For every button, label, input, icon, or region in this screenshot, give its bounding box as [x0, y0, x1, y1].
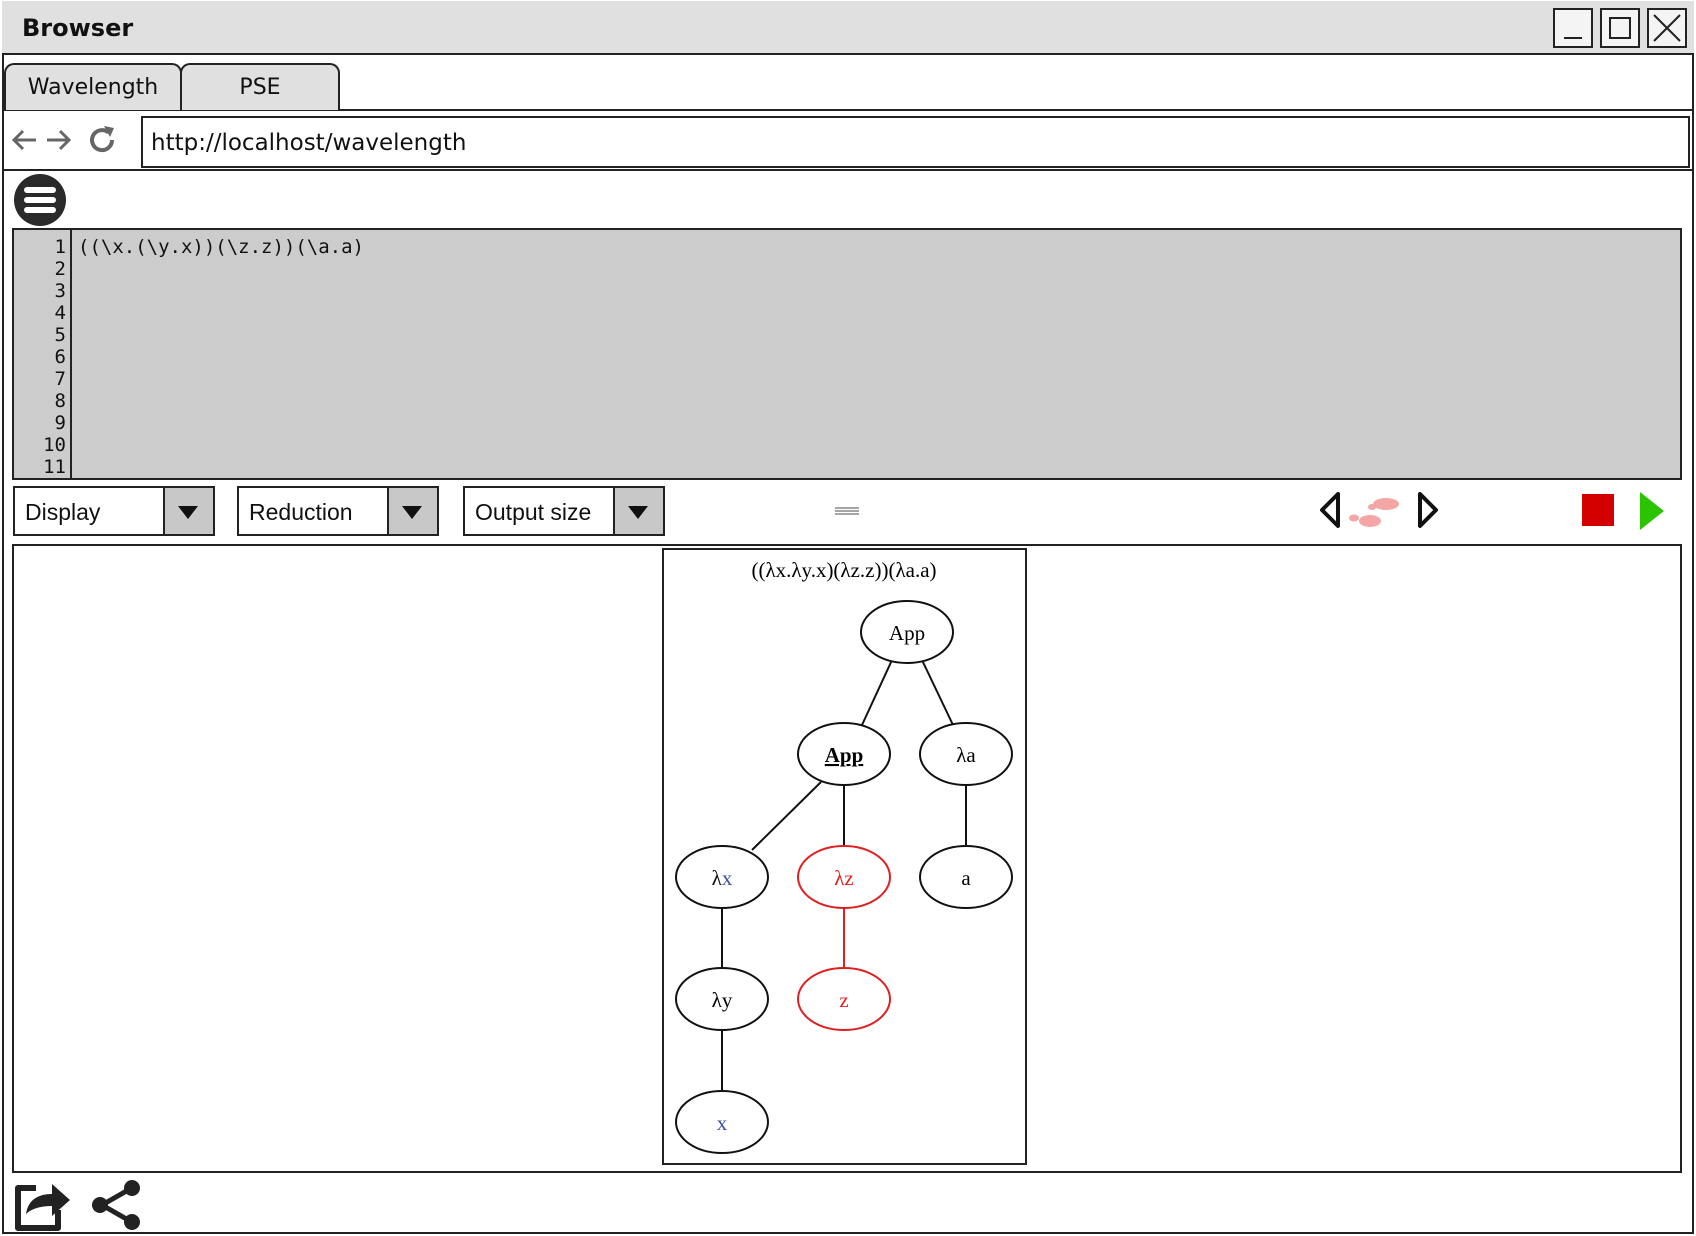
chevron-down-icon	[628, 506, 648, 519]
navigation-bar	[2, 111, 1694, 171]
display-dropdown-label: Display	[25, 499, 101, 525]
tree-node-z-label: z	[839, 988, 848, 1012]
share-icon[interactable]	[90, 1180, 142, 1230]
line-number: 10	[43, 434, 66, 456]
maximize-icon	[1609, 17, 1631, 39]
display-dropdown[interactable]: Display	[13, 486, 215, 536]
minimize-button[interactable]	[1553, 8, 1593, 48]
tree-node-z	[797, 967, 891, 1031]
tab-bar	[2, 55, 1694, 111]
footsteps-icon	[1349, 498, 1399, 527]
forward-arrow-icon[interactable]	[43, 124, 75, 156]
window-title: Browser	[22, 14, 134, 42]
line-number: 11	[43, 456, 66, 478]
line-number: 1	[54, 236, 66, 258]
tree-node-x	[675, 1090, 769, 1154]
tree-node-app	[797, 722, 891, 786]
tree-node-lambda-a	[919, 722, 1013, 786]
tab-pse[interactable]: PSE	[180, 63, 340, 110]
line-number: 6	[54, 346, 66, 368]
line-number: 9	[54, 412, 66, 434]
syntax-tree-diagram: ((λx.λy.x)(λz.z))(λa.a) App App λa λx λz…	[662, 548, 1027, 1165]
syntax-tree-svg: ((λx.λy.x)(λz.z))(λa.a) App App λa λx λz…	[675, 558, 1013, 1154]
reduction-dropdown-toggle[interactable]	[387, 488, 437, 534]
line-number-gutter: 1 2 3 4 5 6 7 8 9 10 11	[14, 230, 72, 478]
close-icon	[1653, 14, 1681, 42]
tree-edge	[751, 781, 822, 851]
tree-node-a	[919, 845, 1013, 909]
minimize-icon	[1564, 37, 1582, 39]
output-size-dropdown-toggle[interactable]	[613, 488, 663, 534]
tree-expression: ((λx.λy.x)(λz.z))(λa.a)	[751, 558, 936, 582]
export-icon[interactable]	[12, 1176, 72, 1232]
line-number: 8	[54, 390, 66, 412]
reduction-dropdown[interactable]: Reduction	[237, 486, 439, 536]
code-line[interactable]: ((\x.(\y.x))(\z.z))(\a.a)	[78, 236, 364, 258]
stop-icon[interactable]	[1582, 494, 1614, 526]
tree-node-root	[860, 600, 954, 664]
line-number: 2	[54, 258, 66, 280]
tree-node-lambda-a-label: λa	[956, 743, 976, 767]
hamburger-menu-button[interactable]	[14, 174, 66, 226]
line-number: 3	[54, 280, 66, 302]
step-forward-icon[interactable]	[1414, 490, 1442, 530]
line-number: 5	[54, 324, 66, 346]
code-editor[interactable]: 1 2 3 4 5 6 7 8 9 10 11 ((\x.(\y.x))(\z.…	[12, 228, 1682, 480]
play-icon[interactable]	[1638, 490, 1666, 532]
tree-node-lambda-x-label: λx	[712, 866, 733, 890]
tab-wavelength[interactable]: Wavelength	[4, 63, 182, 110]
tree-node-lambda-y	[675, 967, 769, 1031]
tree-node-lambda-y-label: λy	[712, 988, 733, 1012]
tree-node-lambda-z	[797, 845, 891, 909]
lambda-symbol: λ	[712, 866, 723, 890]
tree-node-lambda-z-label: λz	[834, 866, 854, 890]
reduction-dropdown-label: Reduction	[249, 499, 353, 525]
line-number: 7	[54, 368, 66, 390]
tree-node-a-label: a	[961, 866, 971, 890]
output-size-dropdown-label: Output size	[475, 499, 592, 525]
tree-edge	[861, 659, 893, 726]
tree-node-lambda-x	[675, 845, 769, 909]
tree-node-x-label: x	[717, 1111, 728, 1135]
line-number: 4	[54, 302, 66, 324]
title-bar	[2, 1, 1694, 55]
chevron-down-icon	[178, 506, 198, 519]
resize-handle[interactable]	[835, 506, 859, 516]
tree-node-app-label: App	[825, 743, 864, 767]
reload-icon[interactable]	[86, 124, 118, 156]
bound-variable: x	[722, 866, 733, 890]
step-back-icon[interactable]	[1316, 490, 1344, 530]
hamburger-menu-icon	[24, 187, 56, 213]
back-arrow-icon[interactable]	[8, 124, 40, 156]
url-field[interactable]: http://localhost/wavelength	[141, 116, 1690, 168]
chevron-down-icon	[402, 506, 422, 519]
display-dropdown-toggle[interactable]	[163, 488, 213, 534]
maximize-button[interactable]	[1600, 8, 1640, 48]
tree-edge	[921, 659, 954, 726]
close-button[interactable]	[1647, 8, 1687, 48]
output-size-dropdown[interactable]: Output size	[463, 486, 665, 536]
tree-node-root-label: App	[889, 621, 925, 645]
